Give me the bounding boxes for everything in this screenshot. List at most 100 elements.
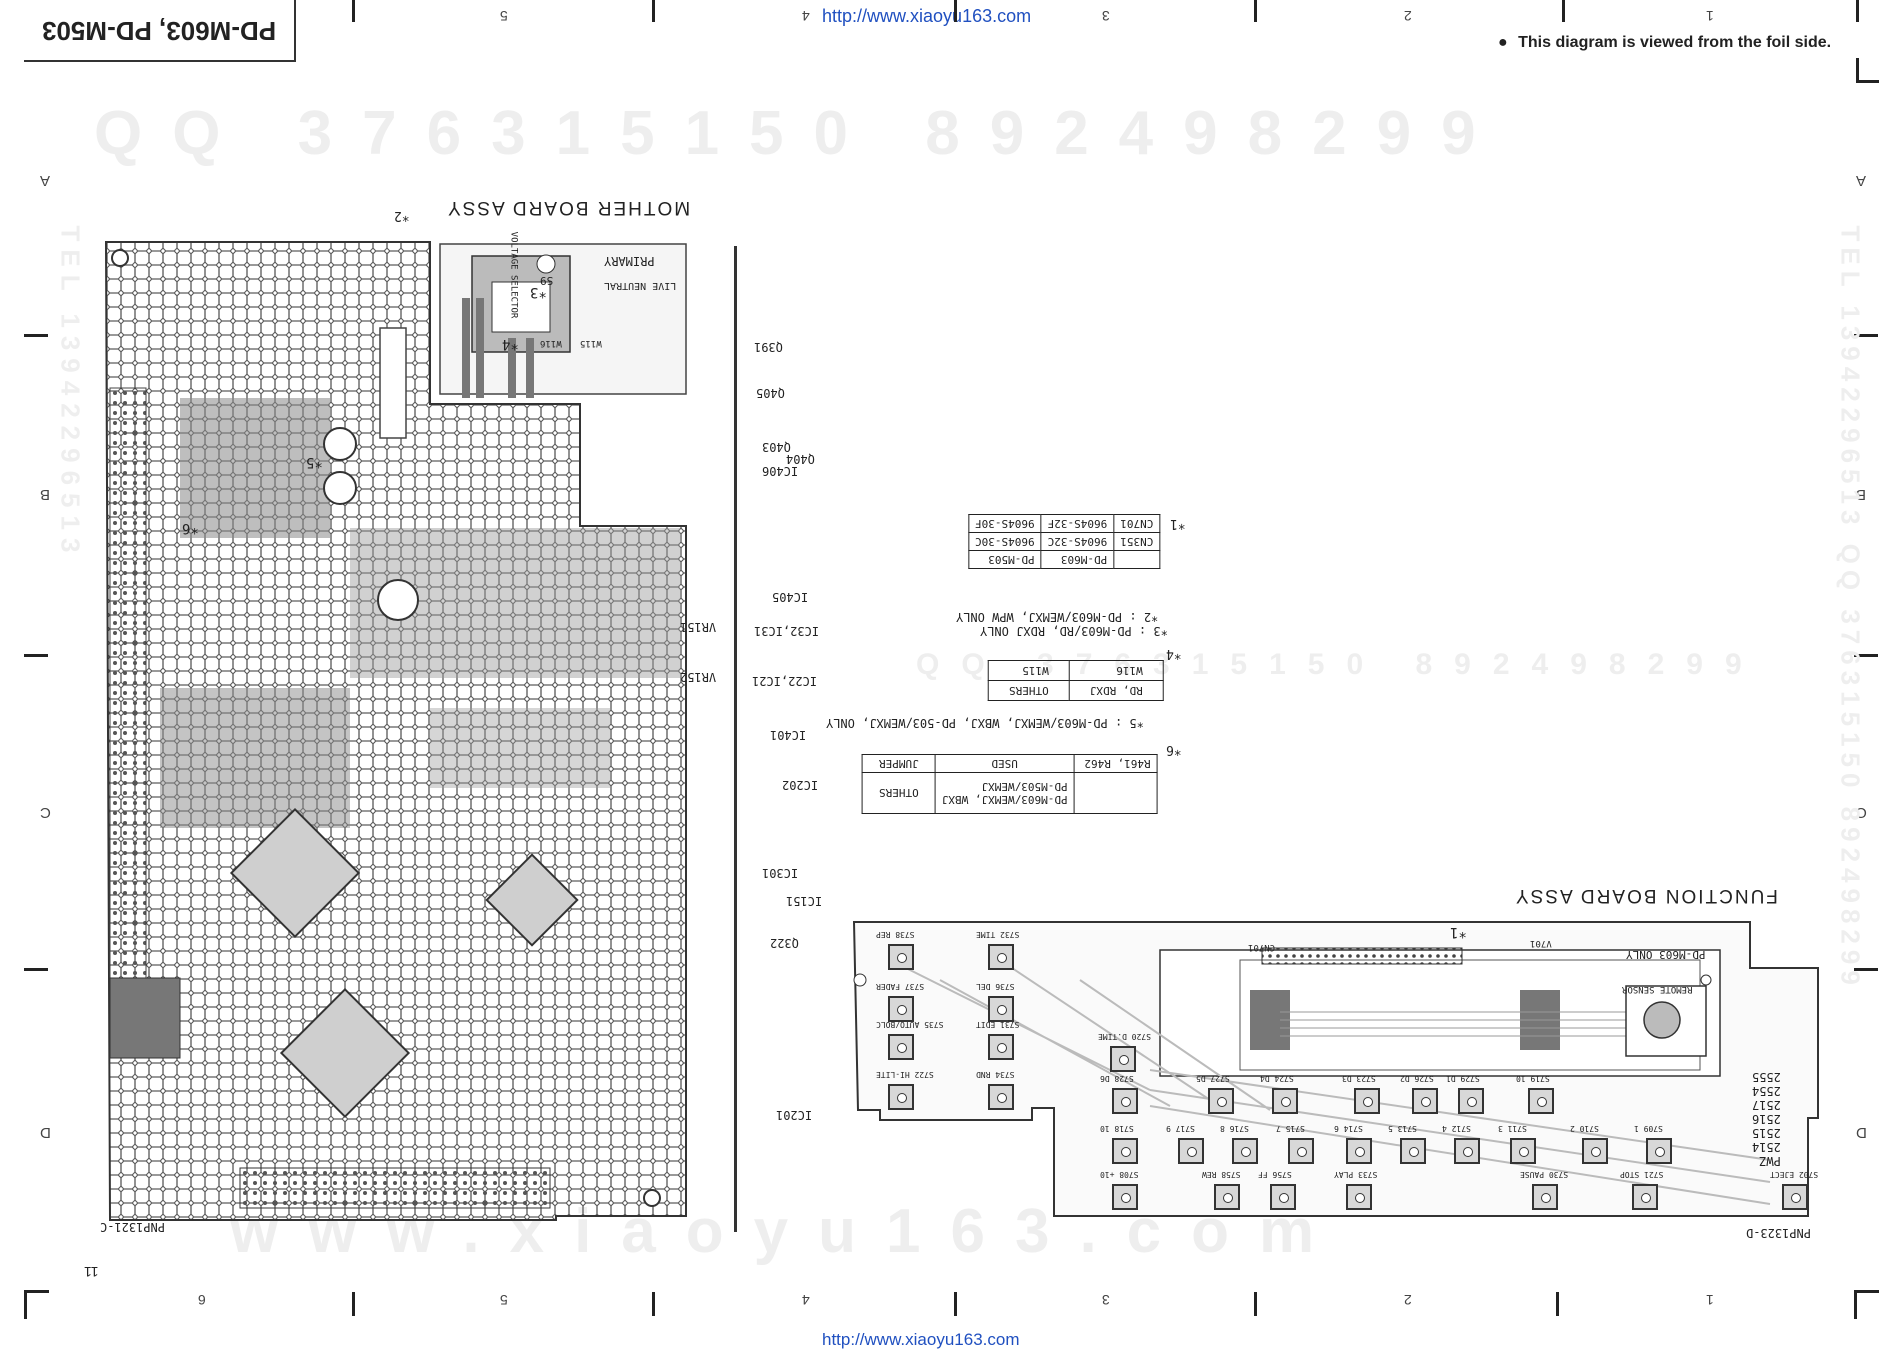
tick-bottom: [652, 1292, 655, 1316]
switch-label: S702 EJECT: [1770, 1170, 1819, 1179]
url-top[interactable]: http://www.xiaoyu163.com: [822, 6, 1032, 26]
row-letter-left-c: C: [40, 804, 51, 821]
mother-star2: *2: [394, 208, 410, 223]
switch-label: S716 8: [1220, 1124, 1249, 1133]
w116-label: W116: [540, 338, 562, 348]
note1-r2c1: 9604S-32F: [1041, 514, 1114, 533]
col-num-top-4: 4: [802, 8, 810, 24]
url-bottom[interactable]: http://www.xiaoyu163.com: [822, 1330, 1020, 1349]
pwz-5: 2554: [1752, 1084, 1781, 1098]
note1-r1c2: 9604S-30C: [968, 532, 1042, 551]
note4-h1: OTHERS: [988, 680, 1070, 701]
row-letter-right-a: A: [1856, 172, 1867, 189]
function-pcb-id: PNP1323-D: [1746, 1226, 1812, 1240]
switch-dot-icon: [997, 953, 1007, 963]
switch-label: S723 D3: [1342, 1074, 1376, 1083]
switch-dot-icon: [897, 1043, 907, 1053]
corner-bracket-br: [1854, 1290, 1879, 1319]
switch-s714: S714 6: [1334, 1124, 1372, 1164]
ref-vr152: VR152: [680, 670, 717, 684]
pd-m603-only: PD-M603 ONLY: [1626, 948, 1706, 961]
note4-table: RD, RDXJ OTHERS W116 W115: [988, 660, 1164, 701]
col-num-bottom-6: 6: [198, 1292, 206, 1308]
model-title-box: PD-M603, PD-M503: [24, 0, 296, 62]
voltage-selector-label: VOLTAGE SELECTOR: [508, 231, 519, 319]
switch-dot-icon: [1223, 1193, 1233, 1203]
switch-label: S718 10: [1100, 1124, 1134, 1133]
switch-dot-icon: [1467, 1097, 1477, 1107]
switch-label: S736 DEL: [976, 982, 1015, 991]
switch-s719: S719 10: [1516, 1074, 1554, 1114]
switch-s710: S710 2: [1570, 1124, 1608, 1164]
switch-label: S734 RND: [976, 1070, 1015, 1079]
switch-dot-icon: [1355, 1147, 1365, 1157]
switch-label: S730 PAUSE: [1520, 1170, 1569, 1179]
switch-dot-icon: [1421, 1097, 1431, 1107]
ref-ic151: IC151: [786, 894, 823, 908]
switch-dot-icon: [997, 1093, 1007, 1103]
col-num-bottom-2: 2: [1404, 1292, 1412, 1308]
switch-label: S717 9: [1166, 1124, 1195, 1133]
live-neutral-label: LIVE NEUTRAL: [604, 280, 677, 291]
row-letter-left-b: B: [40, 486, 51, 503]
col-num-bottom-4: 4: [802, 1292, 810, 1308]
switch-dot-icon: [1591, 1147, 1601, 1157]
switch-label: S758 REW: [1202, 1170, 1241, 1179]
switch-s720: S720 D.TIME: [1098, 1032, 1151, 1072]
switch-label: S710 2: [1570, 1124, 1599, 1133]
ref-ic401: IC401: [770, 728, 807, 742]
function-board-title: FUNCTION BOARD ASSY: [1514, 885, 1778, 906]
mother-board-pcb: [104, 241, 687, 1221]
ref-ic202: IC202: [782, 778, 819, 792]
function-star1: *1: [1450, 924, 1467, 940]
note6-h1-line2: PD-M503/WEMXJ: [981, 780, 1068, 793]
switch-dot-icon: [897, 1093, 907, 1103]
switch-s728: S728 D6: [1100, 1074, 1138, 1114]
switch-s721: S721 STOP: [1620, 1170, 1663, 1210]
watermark-right-vertical: TEL 13942296513 QQ 376315150 892498299: [1835, 225, 1866, 991]
tick-left: [24, 334, 48, 337]
col-num-top-1: 1: [1706, 8, 1714, 24]
switch-label: S714 6: [1334, 1124, 1363, 1133]
switch-dot-icon: [1279, 1193, 1289, 1203]
switch-s723: S723 D3: [1342, 1074, 1380, 1114]
switch-dot-icon: [1241, 1147, 1251, 1157]
ref-vr151: VR151: [680, 620, 717, 634]
mother-board-title: MOTHER BOARD ASSY: [446, 197, 691, 218]
note1-title: *1: [1170, 516, 1186, 531]
col-num-bottom-1: 1: [1706, 1292, 1714, 1308]
switch-dot-icon: [1281, 1097, 1291, 1107]
note6-r1c2: JUMPER: [862, 754, 936, 773]
ref-ic201: IC201: [776, 1108, 813, 1122]
note6-title: *6: [1166, 742, 1182, 757]
switch-label: S722 HI-LITE: [876, 1070, 934, 1079]
switch-dot-icon: [1409, 1147, 1419, 1157]
switch-s702: S702 EJECT: [1770, 1170, 1818, 1210]
ref-ic32-ic31: IC32,IC31: [754, 624, 820, 638]
switch-s737: S737 FADER: [876, 982, 924, 1022]
corner-bracket-bl: [24, 1290, 49, 1319]
switch-label: S731 EDIT: [976, 1020, 1020, 1029]
tick-bottom: [954, 1292, 957, 1316]
note4-r1c0: W116: [1069, 660, 1164, 681]
switch-dot-icon: [1217, 1097, 1227, 1107]
ref-q405: Q405: [756, 386, 785, 400]
switch-dot-icon: [1121, 1097, 1131, 1107]
star3-label: *3: [530, 284, 547, 300]
model-title: PD-M603, PD-M503: [41, 15, 277, 46]
w115-label: W115: [580, 338, 602, 348]
switch-s726: S726 D2: [1400, 1074, 1438, 1114]
watermark-left-vertical: TEL 13942296513: [55, 225, 86, 561]
switch-dot-icon: [997, 1005, 1007, 1015]
switch-s718: S718 10: [1100, 1124, 1138, 1164]
note1-h0: [1113, 550, 1160, 569]
switch-dot-icon: [1537, 1097, 1547, 1107]
col-num-top-3: 3: [1102, 8, 1110, 24]
switch-s712: S712 4: [1442, 1124, 1480, 1164]
switch-label: S715 7: [1276, 1124, 1305, 1133]
switch-s758: S758 REW: [1202, 1170, 1241, 1210]
star4-label: *4: [502, 336, 519, 352]
switch-dot-icon: [1121, 1147, 1131, 1157]
corner-bracket-tr: [1856, 58, 1879, 83]
switch-dot-icon: [1297, 1147, 1307, 1157]
